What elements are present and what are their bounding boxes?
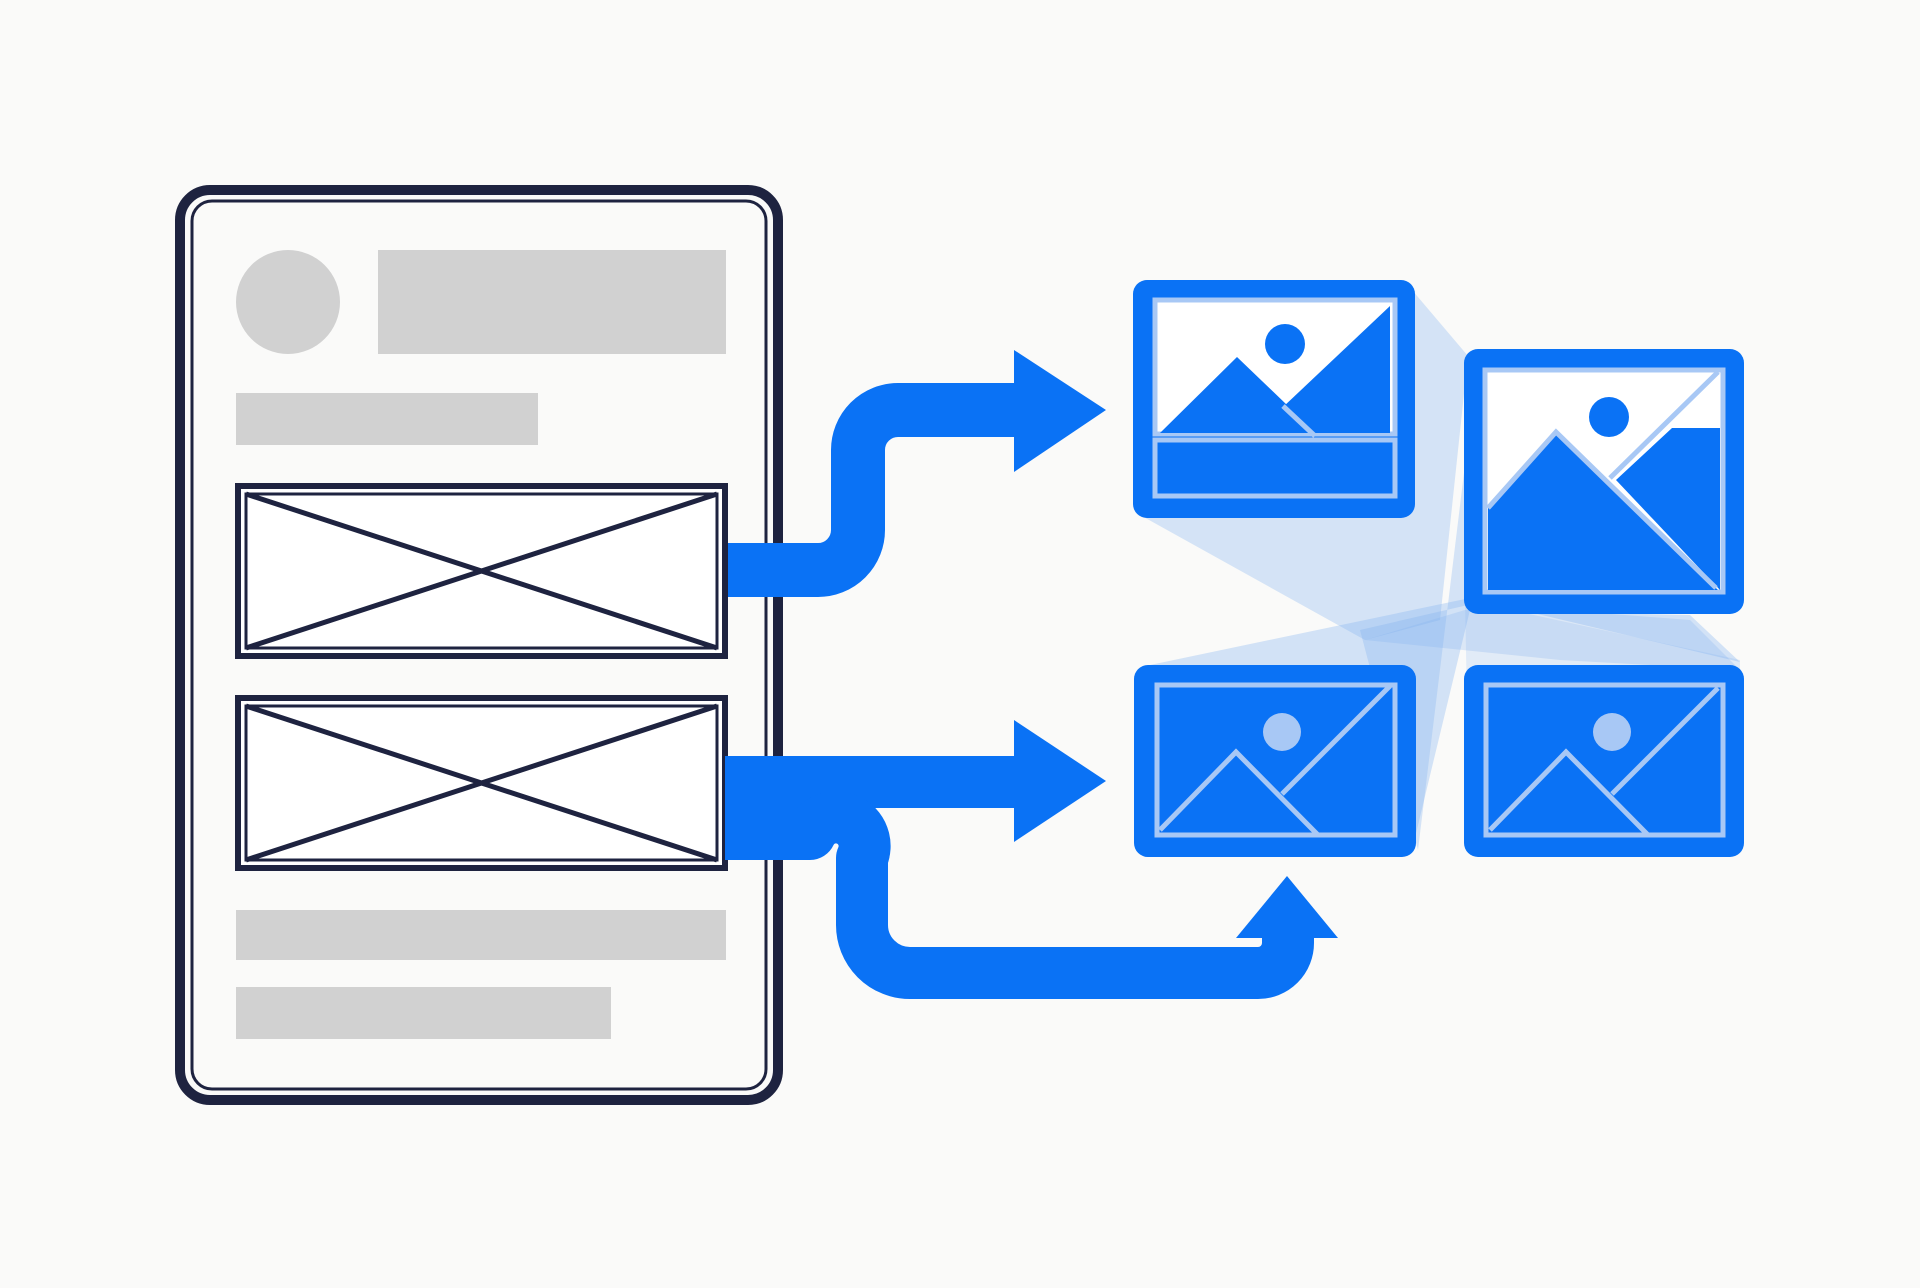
sun-icon [1263, 713, 1301, 751]
arrow-head [1236, 876, 1338, 938]
arrow-shaft [728, 383, 1018, 597]
tile-4 [1464, 665, 1744, 857]
sun-icon [1593, 713, 1631, 751]
mountain-edge [1281, 404, 1317, 438]
projection-beam [1150, 598, 1740, 850]
mountain-edge [1486, 428, 1718, 590]
mountain-shape [1488, 434, 1718, 590]
arrow-head [1014, 350, 1106, 472]
projection-beam [1365, 610, 1740, 670]
text-line-placeholder [236, 910, 726, 960]
landscape-image-icon [1133, 280, 1415, 518]
image-slot-1-cross [245, 491, 718, 651]
arrow-shaft [725, 791, 1314, 999]
mountain-edge [1608, 370, 1720, 480]
tile-3-frame [1154, 682, 1398, 838]
mountain-edge [1158, 748, 1320, 837]
mountain-shape [1282, 306, 1390, 433]
sun-icon [1589, 397, 1629, 437]
mountain-shape [1616, 428, 1720, 590]
arrow-head [1014, 720, 1106, 842]
mountain-edge [1488, 748, 1650, 837]
mountain-edge [1610, 686, 1720, 796]
arrow-shaft [725, 756, 1017, 808]
elbow-arrow-right-icon [728, 350, 1106, 597]
document-frame [175, 185, 783, 1105]
subtitle-placeholder [236, 393, 538, 445]
loop-arrow-up-icon [725, 791, 1338, 999]
mountain-shape [1160, 357, 1362, 433]
document-frame-inner [190, 199, 768, 1091]
wireframe-document-icon [175, 185, 783, 1105]
title-placeholder [378, 250, 726, 354]
sun-icon [1265, 324, 1305, 364]
tile-4-frame [1483, 682, 1726, 838]
image-slot-2-inner [244, 704, 719, 862]
avatar-placeholder [236, 250, 340, 354]
straight-arrow-right-icon [725, 720, 1106, 842]
projection-beam [1360, 440, 1468, 850]
mountain-edge [1280, 684, 1392, 796]
landscape-image-icon [1134, 665, 1416, 857]
tile-3 [1134, 665, 1416, 857]
landscape-image-icon [1464, 665, 1744, 857]
landscape-image-icon [1464, 349, 1744, 614]
empty-image-placeholder-icon [235, 483, 728, 659]
tile-1-caption [1152, 437, 1398, 499]
empty-image-placeholder-icon [235, 695, 728, 871]
image-slot-2-cross [245, 703, 718, 863]
image-slot-1-inner [244, 492, 719, 650]
text-line-placeholder [236, 987, 611, 1039]
